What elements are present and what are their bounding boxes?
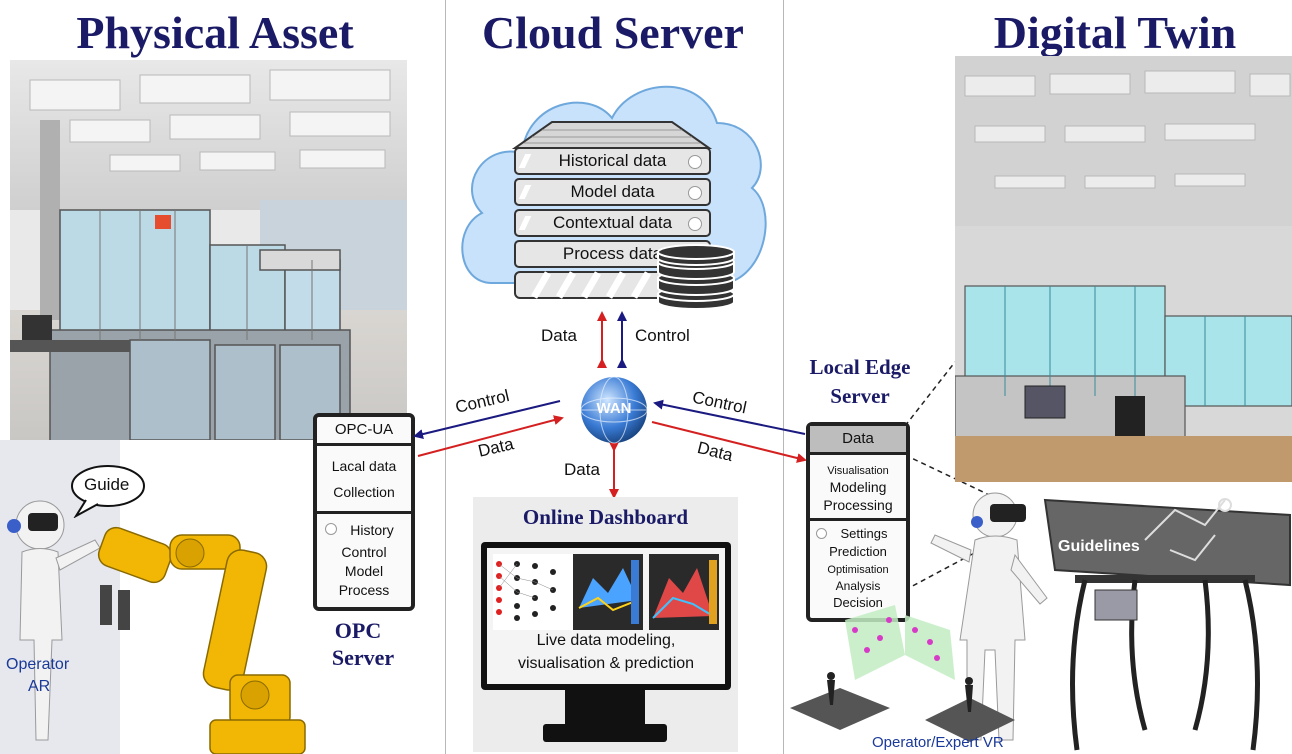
- edge-decision-row: Decision: [833, 595, 883, 610]
- control-arrow-opc: [413, 400, 561, 439]
- edge-data-row: Data: [842, 430, 874, 447]
- heading-physical-asset: Physical Asset: [76, 7, 354, 58]
- operator-vr-label: Operator/Expert VR: [872, 734, 1004, 751]
- opc-divider-2: [317, 511, 411, 514]
- heading-cloud-server: Cloud Server: [482, 7, 744, 58]
- rack-contextual-data: Contextual data: [514, 209, 711, 237]
- guidelines-label: Guidelines: [1058, 538, 1140, 555]
- divider-left: [445, 0, 446, 754]
- edge-title-2: Server: [830, 384, 890, 408]
- opc-control-row: Control: [341, 544, 387, 560]
- opc-indicator-dot: [325, 523, 337, 535]
- heading-digital-twin: Digital Twin: [993, 7, 1237, 58]
- vr-operator-scene: [790, 492, 1291, 751]
- rack-led: [688, 217, 702, 231]
- digital-twin-render: [955, 56, 1292, 482]
- monitor-icon: [481, 542, 731, 742]
- rack-model-label: Model data: [570, 182, 655, 201]
- opc-collection-row: Collection: [333, 484, 395, 500]
- rack-historical-data: Historical data: [514, 147, 711, 175]
- edge-optimisation-row: Optimisation: [827, 564, 889, 576]
- label-control-up: Control: [635, 326, 690, 345]
- rack-led: [688, 186, 702, 200]
- rack-model-data: Model data: [514, 178, 711, 206]
- edge-settings-row: Settings: [840, 526, 888, 541]
- leader-line-edge-top: [904, 361, 956, 427]
- edge-data-header: [810, 426, 906, 452]
- opc-server-title-2: Server: [331, 645, 395, 670]
- opc-server-title-1: OPC: [334, 618, 382, 643]
- rack-historical-label: Historical data: [558, 151, 667, 170]
- opc-process-row: Process: [338, 582, 390, 598]
- rack-led: [688, 155, 702, 169]
- opc-ua-row: OPC-UA: [334, 421, 394, 438]
- opc-server-box: OPC-UA Lacal data Collection History Con…: [313, 413, 415, 611]
- data-arrow-edge: [651, 421, 807, 463]
- opc-local-data-row: Lacal data: [331, 458, 397, 474]
- opc-model-row: Model: [344, 563, 384, 579]
- divider-right: [783, 0, 784, 754]
- edge-indicator-dot: [816, 528, 827, 539]
- data-arrow-opc: [417, 415, 564, 457]
- edge-analysis-row: Analysis: [835, 579, 881, 593]
- label-data-up: Data: [541, 326, 577, 345]
- operator-ar-line2: AR: [28, 678, 51, 695]
- edge-prediction-row: Prediction: [829, 544, 887, 559]
- robot-arm: [97, 526, 306, 754]
- wan-label: WAN: [596, 400, 632, 417]
- guide-label: Guide: [84, 475, 130, 494]
- edge-modeling-row: Modeling: [829, 479, 887, 495]
- operator-ar-line1: Operator: [6, 656, 70, 673]
- database-icon: [657, 244, 735, 310]
- edge-title-1: Local Edge: [809, 355, 911, 379]
- guide-speech-bubble: [71, 465, 145, 518]
- edge-visualisation-row: Visualisation: [827, 465, 889, 477]
- rack-contextual-label: Contextual data: [552, 213, 673, 232]
- edge-processing-row: Processing: [823, 497, 893, 513]
- edge-divider-2: [810, 518, 906, 521]
- opc-history-row: History: [350, 522, 394, 538]
- dashboard-caption-1: Live data modeling,: [536, 632, 676, 649]
- label-data-down: Data: [564, 460, 600, 479]
- dashboard-title: Online Dashboard: [522, 505, 689, 529]
- rack-process-label: Process data: [562, 244, 663, 263]
- edge-divider-1: [810, 452, 906, 455]
- dashboard-caption-2: visualisation & prediction: [517, 655, 695, 672]
- control-arrow-edge: [653, 399, 806, 435]
- wan-globe-icon: [580, 376, 648, 444]
- opc-divider-1: [317, 443, 411, 446]
